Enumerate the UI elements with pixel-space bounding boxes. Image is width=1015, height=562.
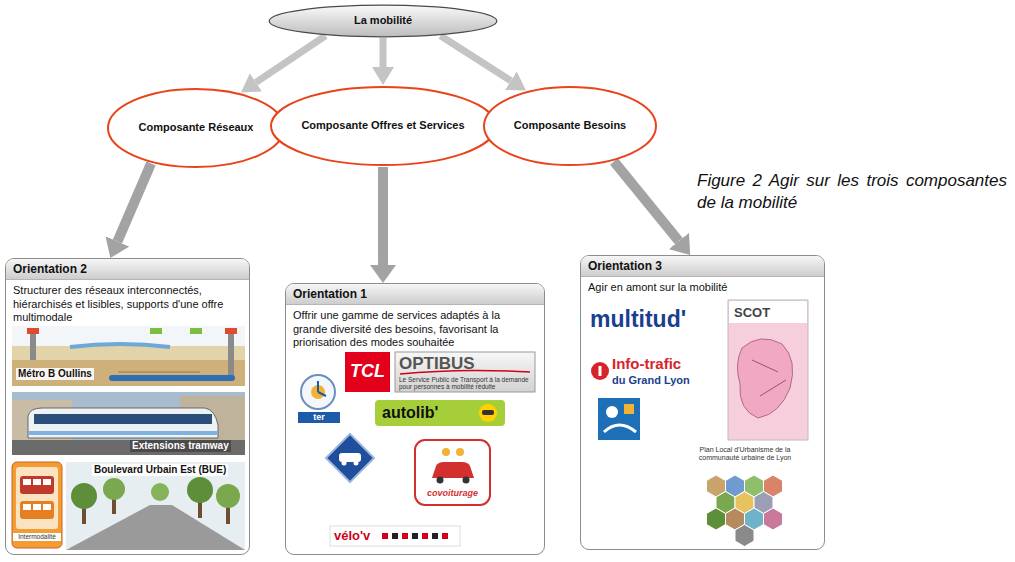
- box-heading: Orientation 2: [6, 259, 249, 280]
- component-ellipse: Composante Offres et Services: [269, 85, 498, 167]
- tcl-logo: [345, 352, 390, 392]
- carsharing-logo: [326, 434, 374, 482]
- ellipse-text-area: La mobilité: [268, 4, 498, 38]
- plu-hexagons: [707, 475, 783, 547]
- autolib-logo: [375, 400, 505, 426]
- carpool-logo: [415, 440, 490, 505]
- logo-text: Info-trafic: [612, 355, 681, 373]
- velov-logo: [330, 526, 460, 546]
- figure-caption: Figure 2 Agir sur les trois composantes …: [697, 170, 1007, 214]
- scot-document: [728, 300, 808, 440]
- orientation-box: Orientation 3Agir en amont sur la mobili…: [580, 255, 825, 550]
- ellipse-text-area: Composante Réseaux: [106, 87, 286, 169]
- box-heading: Orientation 3: [581, 256, 824, 277]
- box-body: Structurer des réseaux interconnectés, h…: [6, 280, 249, 326]
- logo-text: covoiturage: [417, 488, 488, 499]
- ellipse-text-area: Composante Besoins: [482, 85, 658, 167]
- orientation-box: Orientation 2Structurer des réseaux inte…: [5, 258, 250, 555]
- metro-illustration: [12, 326, 245, 386]
- illustration-label: Extensions tramway: [130, 440, 231, 452]
- connector-arrow: [117, 164, 151, 242]
- logo-text: OPTIBUS: [399, 354, 475, 374]
- intermodality-icon: [12, 462, 62, 548]
- ellipse-shape: [484, 87, 656, 165]
- connector-arrow: [441, 36, 511, 81]
- icon-label: Intermodalité: [13, 533, 61, 541]
- ellipse-label: Composante Réseaux: [139, 121, 254, 135]
- box-body: Agir en amont sur la mobilité: [581, 277, 824, 296]
- ellipse-shape: [269, 5, 497, 37]
- logo-text: ter: [298, 412, 340, 423]
- illustration-label: Boulevard Urbain Est (BUE): [92, 464, 228, 476]
- ellipse-text-area: Composante Offres et Services: [269, 85, 498, 167]
- infotrafic-icon: [591, 362, 609, 380]
- logo-text: TCL: [345, 361, 390, 383]
- box-heading: Orientation 1: [286, 284, 544, 305]
- logo-text: autolib': [382, 403, 438, 422]
- logo-text: du Grand Lyon: [612, 374, 690, 387]
- root-ellipse: La mobilité: [268, 4, 498, 38]
- tramway-photo: [12, 392, 245, 455]
- component-ellipse: Composante Besoins: [482, 85, 658, 167]
- blue-service-icon: [598, 398, 640, 440]
- connector-arrow: [378, 167, 388, 265]
- box-body: Offrir une gamme de services adaptés à l…: [286, 305, 544, 351]
- ellipse-shape: [271, 87, 496, 165]
- logo-text: vélo'v: [334, 528, 370, 544]
- connector-arrow: [614, 162, 679, 242]
- document-title: SCOT: [734, 305, 770, 321]
- ter-logo: [301, 375, 335, 409]
- connector-arrow: [256, 36, 326, 83]
- ellipse-label: Composante Besoins: [514, 119, 626, 133]
- illustration-label: Métro B Oullins: [16, 368, 94, 380]
- optibus-logo: [395, 352, 535, 392]
- logo-text: multitud': [590, 306, 686, 334]
- component-ellipse: Composante Réseaux: [106, 87, 286, 169]
- connector-arrow: [380, 38, 387, 67]
- ellipse-label: La mobilité: [354, 14, 412, 28]
- boulevard-picture: [66, 462, 245, 550]
- ellipse-shape: [108, 89, 284, 167]
- logo-subtitle: Le Service Public de Transport à la dema…: [399, 376, 533, 390]
- document-title: Plan Local d'Urbanisme de la communauté …: [690, 446, 800, 462]
- ellipse-label: Composante Offres et Services: [301, 119, 464, 133]
